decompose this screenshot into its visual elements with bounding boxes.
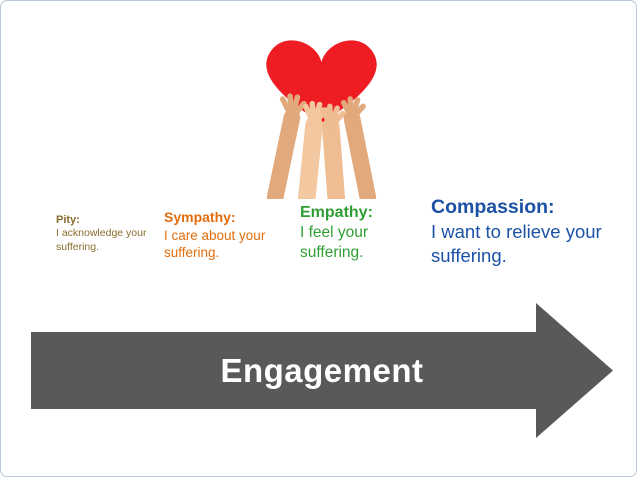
hands-holding-heart-image <box>229 23 414 208</box>
engagement-label: Engagement <box>220 351 424 389</box>
hand-left-outer <box>266 93 307 206</box>
hand-left-inner <box>297 100 328 208</box>
stage-empathy: Empathy: I feel your suffering. <box>300 203 422 263</box>
stage-compassion-description: I want to relieve your suffering. <box>431 220 602 266</box>
stage-compassion: Compassion: I want to relieve your suffe… <box>431 195 611 267</box>
stage-pity-label: Pity: <box>56 214 80 226</box>
stage-pity: Pity: I acknowledge your suffering. <box>56 213 158 254</box>
stage-compassion-label: Compassion: <box>431 196 555 218</box>
stage-empathy-label: Empathy: <box>300 204 373 221</box>
stage-empathy-description: I feel your suffering. <box>300 224 369 262</box>
engagement-arrow: Engagement <box>31 303 613 438</box>
right-arrow-shape <box>31 303 613 438</box>
hands-heart-svg <box>266 40 377 208</box>
stage-sympathy: Sympathy: I care about your suffering. <box>164 209 278 261</box>
right-arrow-polygon <box>31 303 613 438</box>
stage-pity-description: I acknowledge your suffering. <box>56 227 147 253</box>
hand-right-inner <box>320 103 346 208</box>
stage-sympathy-label: Sympathy: <box>164 209 236 225</box>
stage-sympathy-description: I care about your suffering. <box>164 227 266 261</box>
hand-right-outer <box>340 96 377 206</box>
